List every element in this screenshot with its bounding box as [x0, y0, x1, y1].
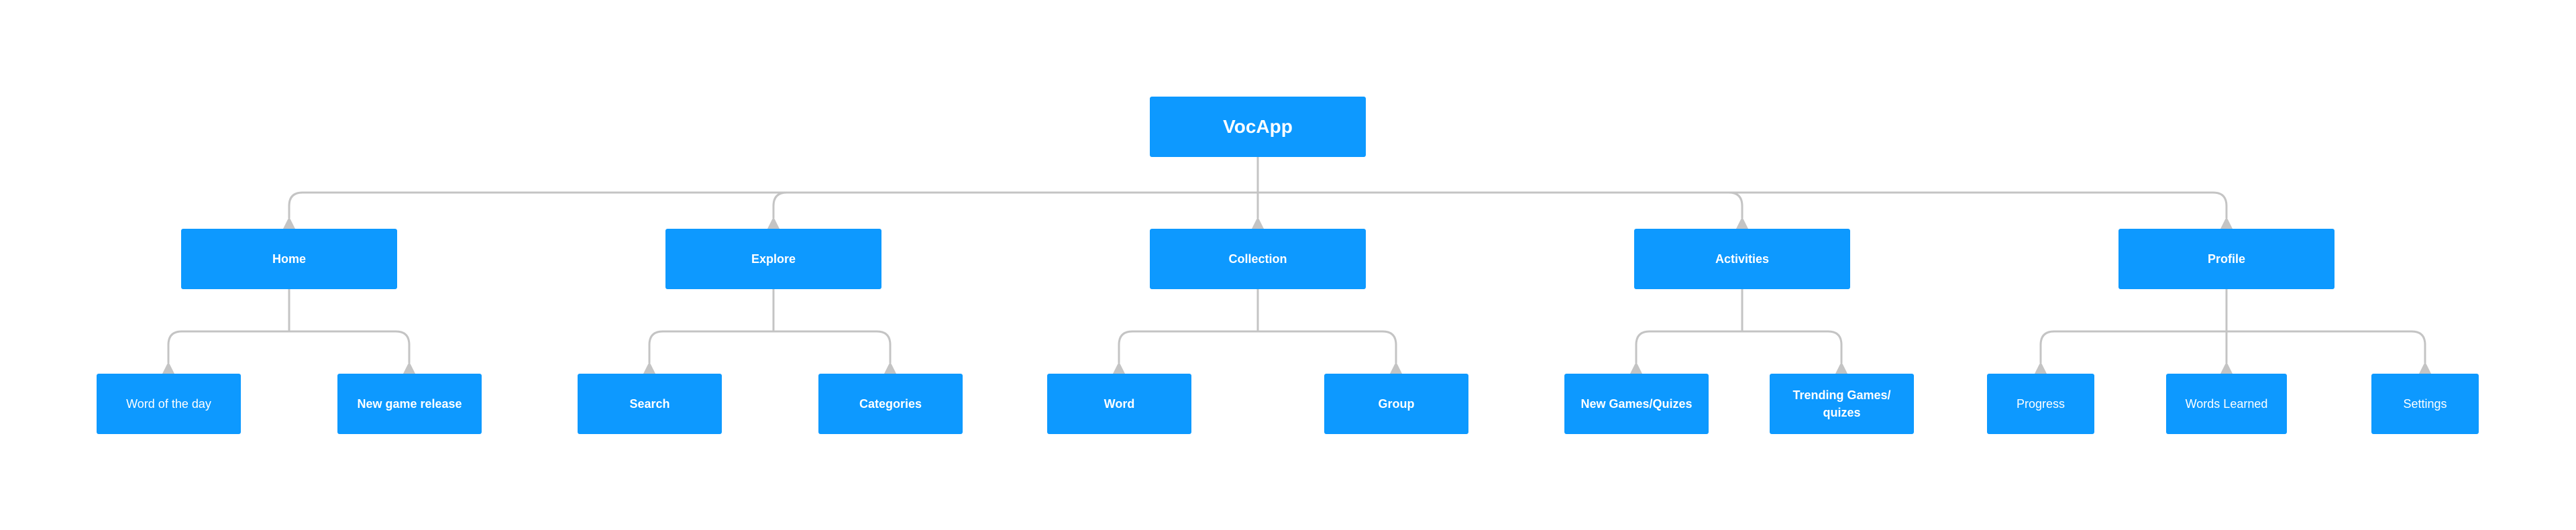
profile-connector-arrowhead — [2419, 362, 2431, 374]
section-node-label: Activities — [1715, 252, 1770, 266]
collection-connector-arrowhead — [1113, 362, 1125, 374]
explore-connector-edge — [648, 330, 773, 363]
activities-connector-arrowhead — [1835, 362, 1847, 374]
page-node-label: Trending Games/ quizes — [1792, 388, 1891, 419]
root-connector-edge — [772, 191, 1258, 218]
section-node-explore[interactable]: Explore — [665, 229, 881, 289]
page-node-label: Settings — [2403, 397, 2447, 411]
page-node-label: New game release — [357, 397, 462, 411]
explore-connector-arrowhead — [643, 362, 655, 374]
page-node-group[interactable]: Group — [1324, 374, 1468, 434]
profile-connector-arrowhead — [2035, 362, 2047, 374]
page-node-progress[interactable]: Progress — [1987, 374, 2094, 434]
root-connector-arrowhead — [283, 217, 295, 229]
collection-connector-edge — [1258, 330, 1397, 363]
page-node-label: Progress — [2016, 397, 2065, 411]
explore-connector-arrowhead — [884, 362, 896, 374]
root-connector-arrowhead — [767, 217, 780, 229]
page-node-word-of-the-day[interactable]: Word of the day — [97, 374, 241, 434]
page-node-label: Search — [629, 397, 670, 411]
root-node-vocapp[interactable]: VocApp — [1150, 97, 1366, 157]
section-node-label: Explore — [751, 252, 796, 266]
home-connector-edge — [289, 330, 411, 363]
page-node-label: Word — [1104, 397, 1135, 411]
page-node-categories[interactable]: Categories — [818, 374, 963, 434]
root-node-label: VocApp — [1223, 116, 1293, 137]
home-connector-arrowhead — [403, 362, 415, 374]
page-node-label: Words Learned — [2185, 397, 2268, 411]
root-connector-arrowhead — [1736, 217, 1748, 229]
section-node-activities[interactable]: Activities — [1634, 229, 1850, 289]
activities-connector-edge — [1742, 330, 1843, 363]
profile-connector-arrowhead — [2220, 362, 2233, 374]
page-node-label: New Games/Quizes — [1580, 397, 1693, 411]
page-node-words-learned[interactable]: Words Learned — [2166, 374, 2287, 434]
section-node-label: Profile — [2207, 252, 2245, 266]
section-node-label: Home — [272, 252, 306, 266]
section-node-collection[interactable]: Collection — [1150, 229, 1366, 289]
explore-connector-edge — [773, 330, 892, 363]
home-connector-edge — [167, 330, 289, 363]
home-connector-arrowhead — [162, 362, 174, 374]
collection-connector-edge — [1118, 330, 1258, 363]
page-node-trending-games-quizes[interactable]: Trending Games/ quizes — [1770, 374, 1914, 434]
profile-connector-edge — [2039, 330, 2226, 363]
activities-connector-edge — [1635, 330, 1742, 363]
page-node-new-games-quizes[interactable]: New Games/Quizes — [1564, 374, 1709, 434]
page-node-label: Group — [1378, 397, 1415, 411]
root-connector-edge — [1258, 191, 1743, 218]
root-connector-arrowhead — [1252, 217, 1264, 229]
page-node-new-game-release[interactable]: New game release — [337, 374, 482, 434]
page-node-label: Categories — [859, 397, 922, 411]
section-node-profile[interactable]: Profile — [2118, 229, 2334, 289]
page-node-word[interactable]: Word — [1047, 374, 1191, 434]
page-node-label: Word of the day — [126, 397, 211, 411]
page-node-settings[interactable]: Settings — [2371, 374, 2479, 434]
profile-connector-edge — [2226, 330, 2426, 363]
collection-connector-arrowhead — [1390, 362, 1402, 374]
section-node-home[interactable]: Home — [181, 229, 397, 289]
root-connector-edge — [1258, 191, 2228, 218]
section-node-label: Collection — [1228, 252, 1287, 266]
activities-connector-arrowhead — [1630, 362, 1642, 374]
page-node-search[interactable]: Search — [578, 374, 722, 434]
root-connector-edge — [288, 191, 1258, 218]
root-connector-arrowhead — [2220, 217, 2233, 229]
